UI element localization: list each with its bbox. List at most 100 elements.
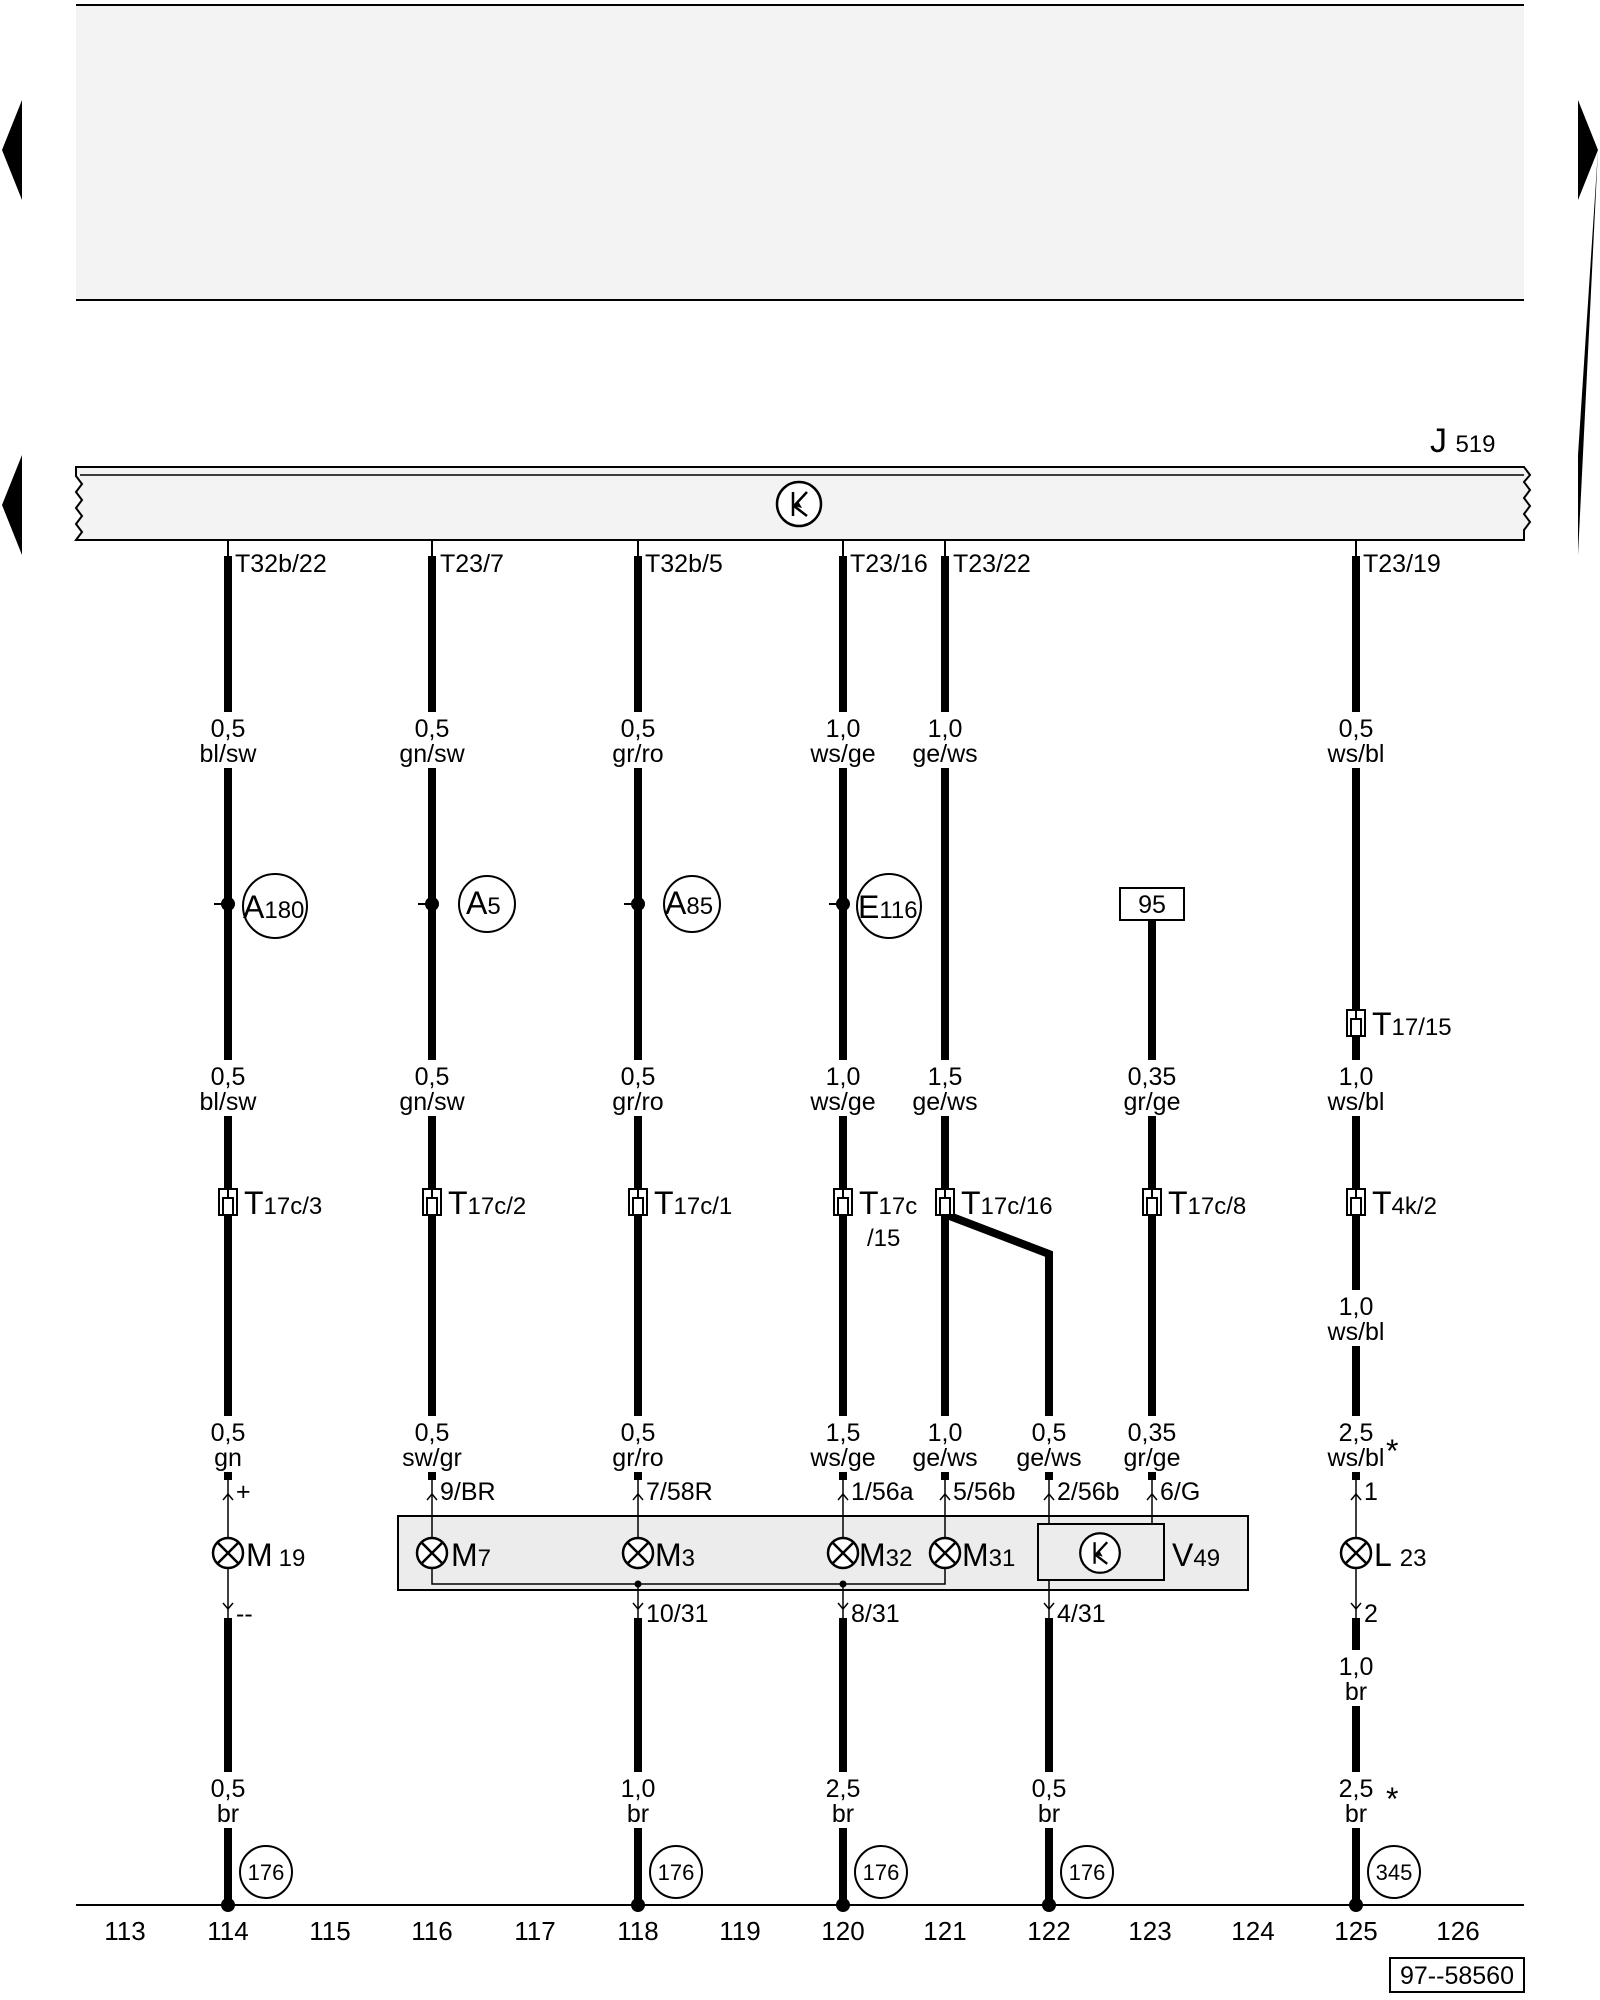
splice-label: A180 bbox=[243, 889, 304, 925]
reference-box bbox=[1119, 887, 1185, 921]
pin-label: 7/58R bbox=[646, 1478, 713, 1506]
splice-e116 bbox=[856, 873, 922, 939]
wire-color-label: br bbox=[627, 1800, 649, 1828]
footnote-mark: * bbox=[1386, 1433, 1398, 1469]
grid-number: 113 bbox=[104, 1916, 145, 1946]
pin-label: 1 bbox=[1364, 1478, 1378, 1506]
connector-icon bbox=[422, 1188, 442, 1216]
wire-size-label: 1,0 bbox=[928, 1419, 963, 1447]
wire-size-label: 0,5 bbox=[621, 1063, 656, 1091]
wire-color-label: ws/bl bbox=[1327, 1318, 1385, 1346]
grid-number: 117 bbox=[514, 1916, 555, 1946]
pin-label: 10/31 bbox=[646, 1600, 709, 1628]
wire-size-label: 1,0 bbox=[928, 715, 963, 743]
pin-label: 9/BR bbox=[440, 1478, 496, 1506]
info-panel bbox=[76, 6, 1524, 299]
ground-point bbox=[854, 1845, 908, 1899]
bulb-icon bbox=[826, 1536, 860, 1570]
connector-label: /15 bbox=[867, 1225, 900, 1252]
wire-size-label: 0,5 bbox=[211, 715, 246, 743]
wire-color-label: sw/gr bbox=[402, 1444, 462, 1472]
wire-size-label: 2,5 bbox=[826, 1775, 861, 1803]
pin-label: T32b/22 bbox=[235, 550, 327, 578]
wire-size-label: 0,5 bbox=[1032, 1419, 1067, 1447]
wire-color-label: gr/ro bbox=[612, 1088, 663, 1116]
wire-size-label: 0,5 bbox=[621, 715, 656, 743]
component-label: M3 bbox=[655, 1537, 695, 1573]
splice-label: A5 bbox=[466, 885, 501, 921]
wire-color-label: ws/bl bbox=[1327, 740, 1385, 768]
grid-number: 126 bbox=[1436, 1916, 1479, 1946]
wire-color-label: br bbox=[1345, 1800, 1367, 1828]
wire-size-label: 1,5 bbox=[928, 1063, 963, 1091]
wire-color-label: ws/ge bbox=[809, 1088, 875, 1116]
connector-icon bbox=[935, 1188, 955, 1216]
wire-size-label: 2,5 bbox=[1339, 1775, 1374, 1803]
connector-label: T17c/8 bbox=[1168, 1185, 1246, 1221]
pin-label: T32b/5 bbox=[645, 550, 723, 578]
wire-color-label: gn/sw bbox=[399, 740, 465, 768]
pin-label: T23/7 bbox=[440, 550, 504, 578]
pin-label: 2/56b bbox=[1057, 1478, 1120, 1506]
device-label: J 519 bbox=[1430, 422, 1496, 460]
connector-label: T17c/1 bbox=[654, 1185, 732, 1221]
grid-number: 119 bbox=[719, 1916, 760, 1946]
wire-color-label: gr/ge bbox=[1124, 1088, 1181, 1116]
wire-size-label: 0,5 bbox=[211, 1419, 246, 1447]
wire-color-label: br bbox=[1345, 1678, 1367, 1706]
grid-number: 125 bbox=[1334, 1916, 1377, 1946]
arrow-right-icon[interactable] bbox=[1578, 150, 1598, 555]
electronic-unit-icon bbox=[1079, 1532, 1121, 1574]
splice-label: E116 bbox=[858, 889, 918, 925]
grid-number: 114 bbox=[207, 1916, 248, 1946]
splice-a85 bbox=[663, 875, 721, 933]
ground-point bbox=[239, 1845, 293, 1899]
wire-size-label: 0,5 bbox=[211, 1063, 246, 1091]
component-label: M32 bbox=[859, 1537, 912, 1573]
connector-icon bbox=[1346, 1009, 1366, 1037]
pin-label: 2 bbox=[1364, 1600, 1378, 1628]
wire-size-label: 0,5 bbox=[415, 1419, 450, 1447]
connector-label: T17c/16 bbox=[961, 1185, 1053, 1221]
wire-color-label: gr/ro bbox=[612, 1444, 663, 1472]
ground-label: 176 bbox=[863, 1860, 900, 1885]
grid-number: 116 bbox=[411, 1916, 452, 1946]
wire-size-label: 0,5 bbox=[211, 1775, 246, 1803]
wire-color-label: gr/ge bbox=[1124, 1444, 1181, 1472]
ground-label: 176 bbox=[658, 1860, 695, 1885]
arrow-left-icon[interactable] bbox=[2, 455, 22, 555]
wire-size-label: 1,0 bbox=[826, 1063, 861, 1091]
connector-label: T17/15 bbox=[1372, 1006, 1452, 1042]
pin-label: 8/31 bbox=[851, 1600, 900, 1628]
grid-number: 124 bbox=[1231, 1916, 1274, 1946]
wire-color-label: br bbox=[832, 1800, 854, 1828]
pin-label: T23/16 bbox=[850, 550, 928, 578]
footnote-mark: * bbox=[1386, 1781, 1398, 1817]
connector-label: T17c/3 bbox=[244, 1185, 322, 1221]
wire-size-label: 1,0 bbox=[1339, 1063, 1374, 1091]
bulb-icon bbox=[211, 1536, 245, 1570]
wire-color-label: gn bbox=[214, 1444, 242, 1472]
splice-label: A85 bbox=[665, 885, 713, 921]
wire-size-label: 2,5 bbox=[1339, 1419, 1374, 1447]
arrow-left-icon[interactable] bbox=[2, 100, 22, 200]
pin-label: T23/19 bbox=[1363, 550, 1441, 578]
wire-size-label: 0,5 bbox=[1339, 715, 1374, 743]
wire-color-label: bl/sw bbox=[200, 740, 258, 768]
arrow-right-icon[interactable] bbox=[1578, 100, 1598, 200]
grid-number: 123 bbox=[1128, 1916, 1171, 1946]
grid-number: 121 bbox=[923, 1916, 966, 1946]
connector-icon bbox=[833, 1188, 853, 1216]
connector-icon bbox=[218, 1188, 238, 1216]
wire-size-label: 1,0 bbox=[621, 1775, 656, 1803]
wire-size-label: 0,5 bbox=[621, 1419, 656, 1447]
ground-label: 176 bbox=[248, 1860, 285, 1885]
wire-color-label: ge/ws bbox=[912, 1088, 977, 1116]
wire-color-label: ws/ge bbox=[809, 1444, 875, 1472]
grid-number: 122 bbox=[1027, 1916, 1070, 1946]
component-label: M31 bbox=[962, 1537, 1015, 1573]
wire-size-label: 0,5 bbox=[415, 715, 450, 743]
reference-box-label: 95 bbox=[1138, 891, 1166, 919]
